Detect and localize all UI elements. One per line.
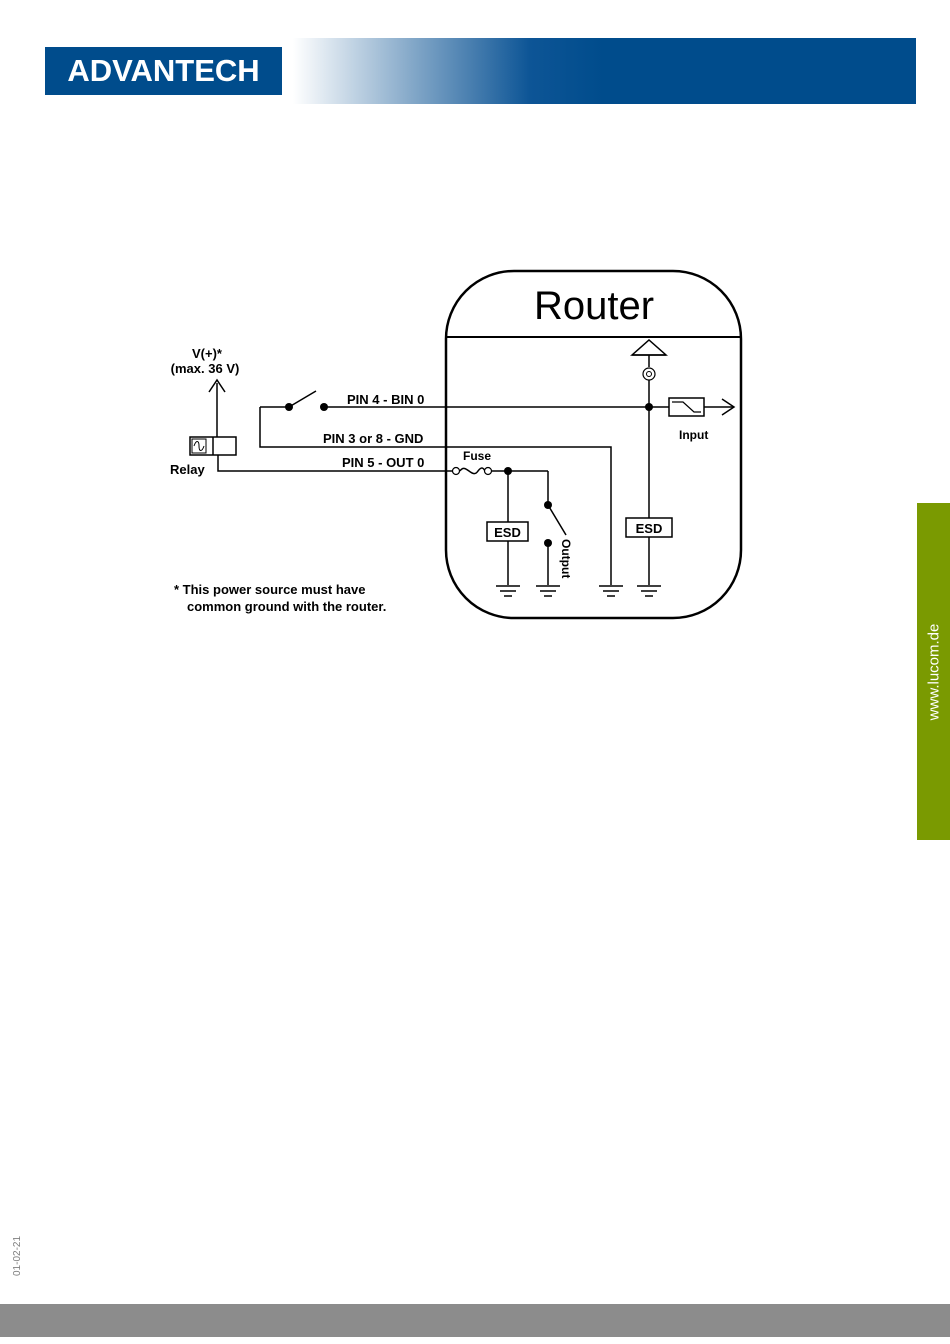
ground-icon-gnd [599,586,623,596]
vplus-label: V(+)* [192,346,223,361]
fuse-label: Fuse [463,449,491,463]
router-title: Router [534,284,654,328]
pin3-gnd-wire [260,407,611,585]
current-source-icon [643,368,655,380]
fuse-left-terminal [453,468,460,475]
fuse-right-terminal [485,468,492,475]
side-url-text: www.lucom.de [925,623,942,720]
note-line-1: * This power source must have [174,582,365,597]
pin3-label: PIN 3 or 8 - GND [323,431,423,446]
output-label: Output [559,539,573,578]
fuse-icon [460,468,485,474]
output-switch-blade [548,505,566,535]
ground-icon-esd-left [496,586,520,596]
input-comparator-box [669,398,704,416]
supply-triangle-icon [632,340,666,355]
footer-bar [0,1304,950,1337]
relay-label: Relay [170,462,205,477]
pin4-label: PIN 4 - BIN 0 [347,392,424,407]
bin-switch-blade [289,391,316,407]
vmax-label: (max. 36 V) [171,361,240,376]
ground-icon-esd-right [637,586,661,596]
ground-icon-output [536,586,560,596]
input-label: Input [679,428,708,442]
note-line-2: common ground with the router. [187,599,386,614]
esd-right-label: ESD [636,521,663,536]
esd-left-label: ESD [494,525,521,540]
document-date: 01-02-21 [12,1236,23,1276]
pin5-label: PIN 5 - OUT 0 [342,455,424,470]
side-url-tab: www.lucom.de [917,503,950,840]
